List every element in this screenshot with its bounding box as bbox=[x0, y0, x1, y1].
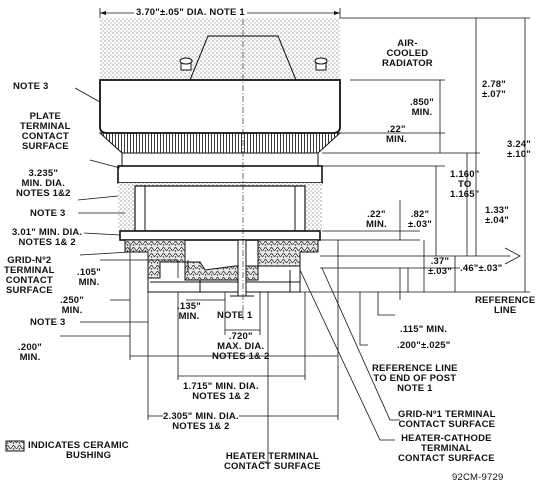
dim-1160-label: 1.160" TO 1.165" bbox=[450, 169, 480, 200]
dim-105-label: .105" MIN. bbox=[77, 267, 101, 288]
dim-82-label: .82" ±.03" bbox=[408, 209, 432, 230]
heater-terminal-label: HEATER TERMINAL CONTACT SURFACE bbox=[224, 451, 321, 472]
ref-line-post-label: REFERENCE LINE TO END OF POST NOTE 1 bbox=[372, 363, 458, 394]
dim-720-label: .720" MAX. DIA. NOTES 1& 2 bbox=[212, 331, 270, 362]
ceramic-bushing-left bbox=[124, 239, 186, 279]
note1-low-label: NOTE 1 bbox=[217, 310, 253, 321]
dim-324-label: 3.24" ±.10" bbox=[507, 139, 531, 160]
dim-250-label: .250" MIN. bbox=[60, 295, 84, 316]
dim-115-label: .115" MIN. bbox=[400, 324, 448, 335]
reference-line-label: REFERENCE LINE bbox=[475, 295, 536, 316]
legend-ceramic-label: INDICATES CERAMIC BUSHING bbox=[28, 440, 129, 461]
dim-3235-label: 3.235" MIN. DIA. NOTES 1&2 bbox=[16, 168, 71, 199]
ceramic-bushing-right bbox=[257, 239, 319, 267]
top-diameter-label: 3.70"±.05" DIA. NOTE 1 bbox=[134, 7, 247, 18]
note3-top-label: NOTE 3 bbox=[13, 81, 49, 92]
dim-1715-label: 1.715" MIN. DIA. NOTES 1& 2 bbox=[183, 381, 259, 402]
dim-850-label: .850" MIN. bbox=[410, 97, 434, 118]
dim-200a-label: .200"±.025" bbox=[397, 340, 451, 351]
dim-46-label: .46"±.03" bbox=[460, 263, 503, 274]
dim-301-label: 3.01" MIN. DIA. NOTES 1& 2 bbox=[12, 227, 83, 248]
dim-135-label: .135" MIN. bbox=[177, 301, 201, 322]
radiator-can bbox=[99, 79, 341, 134]
dim-278-label: 2.78" ±.07" bbox=[482, 79, 506, 100]
dim-22b-label: .22" MIN. bbox=[366, 209, 387, 230]
dim-22a-label: .22" MIN. bbox=[386, 124, 407, 145]
legend-ceramic-swatch bbox=[5, 440, 25, 452]
note3-low-label: NOTE 3 bbox=[30, 317, 66, 328]
radiator-fins bbox=[98, 132, 342, 154]
cathode-step bbox=[184, 261, 259, 281]
radiator-posts bbox=[179, 57, 328, 71]
plate-terminal-label: PLATE TERMINAL CONTACT SURFACE bbox=[20, 111, 71, 152]
heater-post bbox=[237, 239, 247, 297]
seal-body bbox=[134, 185, 306, 232]
note3-mid-label: NOTE 3 bbox=[30, 208, 66, 219]
plate-flange bbox=[117, 165, 323, 184]
grid1-terminal-label: GRID-Nº1 TERMINAL CONTACT SURFACE bbox=[398, 409, 496, 430]
dim-37-label: .37" ±.03" bbox=[428, 256, 452, 277]
figure-code-label: 92CM-9729 bbox=[452, 472, 504, 483]
grid2-ring bbox=[119, 230, 321, 241]
air-cooled-radiator-label: AIR- COOLED RADIATOR bbox=[382, 38, 433, 69]
heater-cathode-terminal-label: HEATER-CATHODE TERMINAL CONTACT SURFACE bbox=[398, 433, 495, 464]
dim-2305-label: 2.305" MIN. DIA. NOTES 1& 2 bbox=[163, 411, 239, 432]
grid2-terminal-label: GRID-Nº2 TERMINAL CONTACT SURFACE bbox=[4, 255, 55, 296]
radiator-stipple bbox=[100, 18, 340, 80]
dim-200b-label: .200" MIN. bbox=[18, 342, 42, 363]
dim-133-label: 1.33" ±.04" bbox=[485, 205, 509, 226]
